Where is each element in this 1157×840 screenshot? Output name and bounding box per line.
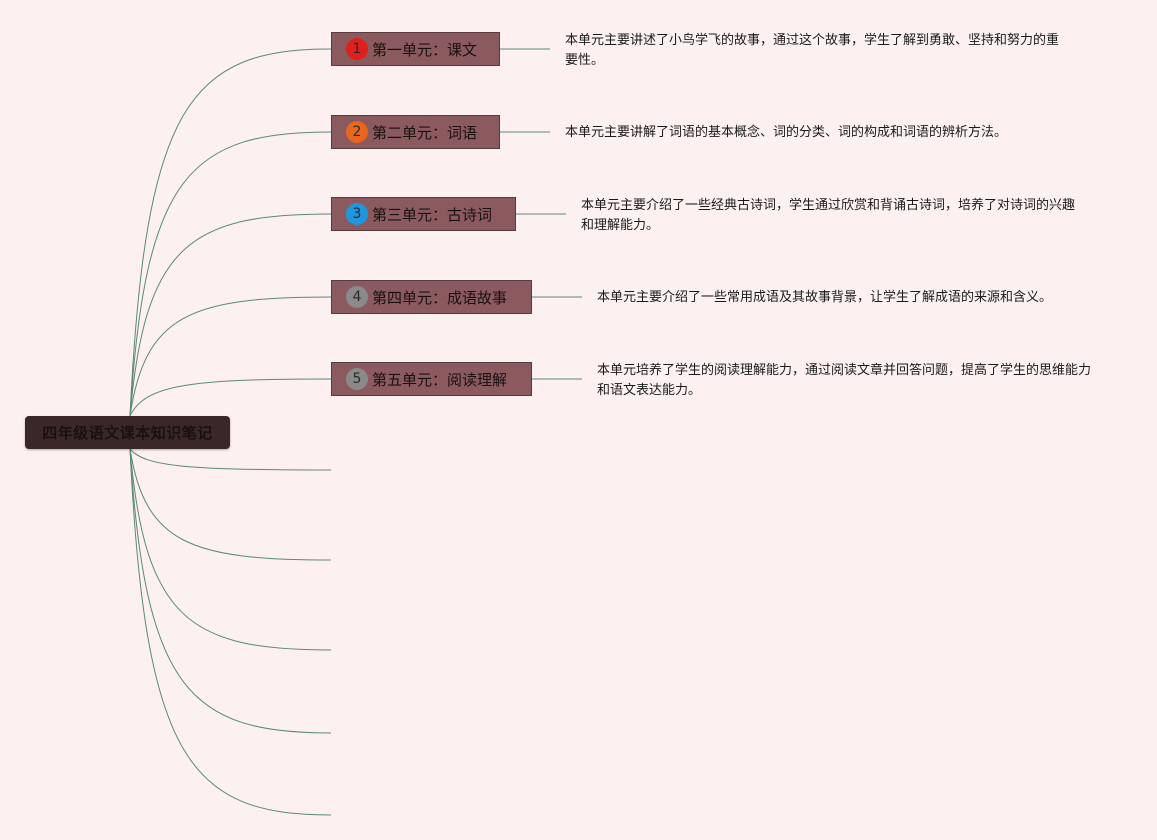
number-badge-icon: 5 <box>346 368 368 390</box>
unit-description-3[interactable]: 本单元主要介绍了一些经典古诗词，学生通过欣赏和背诵古诗词，培养了对诗词的兴趣和理… <box>581 198 1076 233</box>
unit-description-5[interactable]: 本单元培养了学生的阅读理解能力，通过阅读文章并回答问题，提高了学生的思维能力和语… <box>597 363 1092 398</box>
branch-connector <box>129 213 332 417</box>
unit-description-4[interactable]: 本单元主要介绍了一些常用成语及其故事背景，让学生了解成语的来源和含义。 <box>597 290 1053 305</box>
unit-topic-label: 第一单元：课文 <box>372 40 478 59</box>
root-topic[interactable]: 四年级语文课本知识笔记 <box>25 416 230 449</box>
empty-branch-connector <box>129 448 332 561</box>
unit-topic-label: 第二单元：词语 <box>372 123 478 142</box>
branch-connector <box>129 296 332 417</box>
branch-connector <box>129 131 332 417</box>
number-badge-icon: 4 <box>346 286 368 308</box>
unit-description-2[interactable]: 本单元主要讲解了词语的基本概念、词的分类、词的构成和词语的辨析方法。 <box>565 125 1008 140</box>
empty-branch-connector <box>129 448 332 651</box>
empty-branch-connector <box>129 448 332 734</box>
branch-connector <box>129 378 332 417</box>
empty-branch-connector <box>129 448 332 471</box>
root-topic-label: 四年级语文课本知识笔记 <box>42 424 213 442</box>
number-badge-icon: 3 <box>346 203 368 225</box>
branch-connector <box>129 48 332 417</box>
number-badge-icon: 1 <box>346 38 368 60</box>
empty-branch-connector <box>129 448 332 816</box>
unit-description-1[interactable]: 本单元主要讲述了小鸟学飞的故事，通过这个故事，学生了解到勇敢、坚持和努力的重要性… <box>565 33 1060 68</box>
unit-topic-label: 第三单元：古诗词 <box>372 205 493 224</box>
unit-topic-label: 第四单元：成语故事 <box>372 288 508 307</box>
unit-topic-label: 第五单元：阅读理解 <box>372 370 508 389</box>
number-badge-icon: 2 <box>346 121 368 143</box>
